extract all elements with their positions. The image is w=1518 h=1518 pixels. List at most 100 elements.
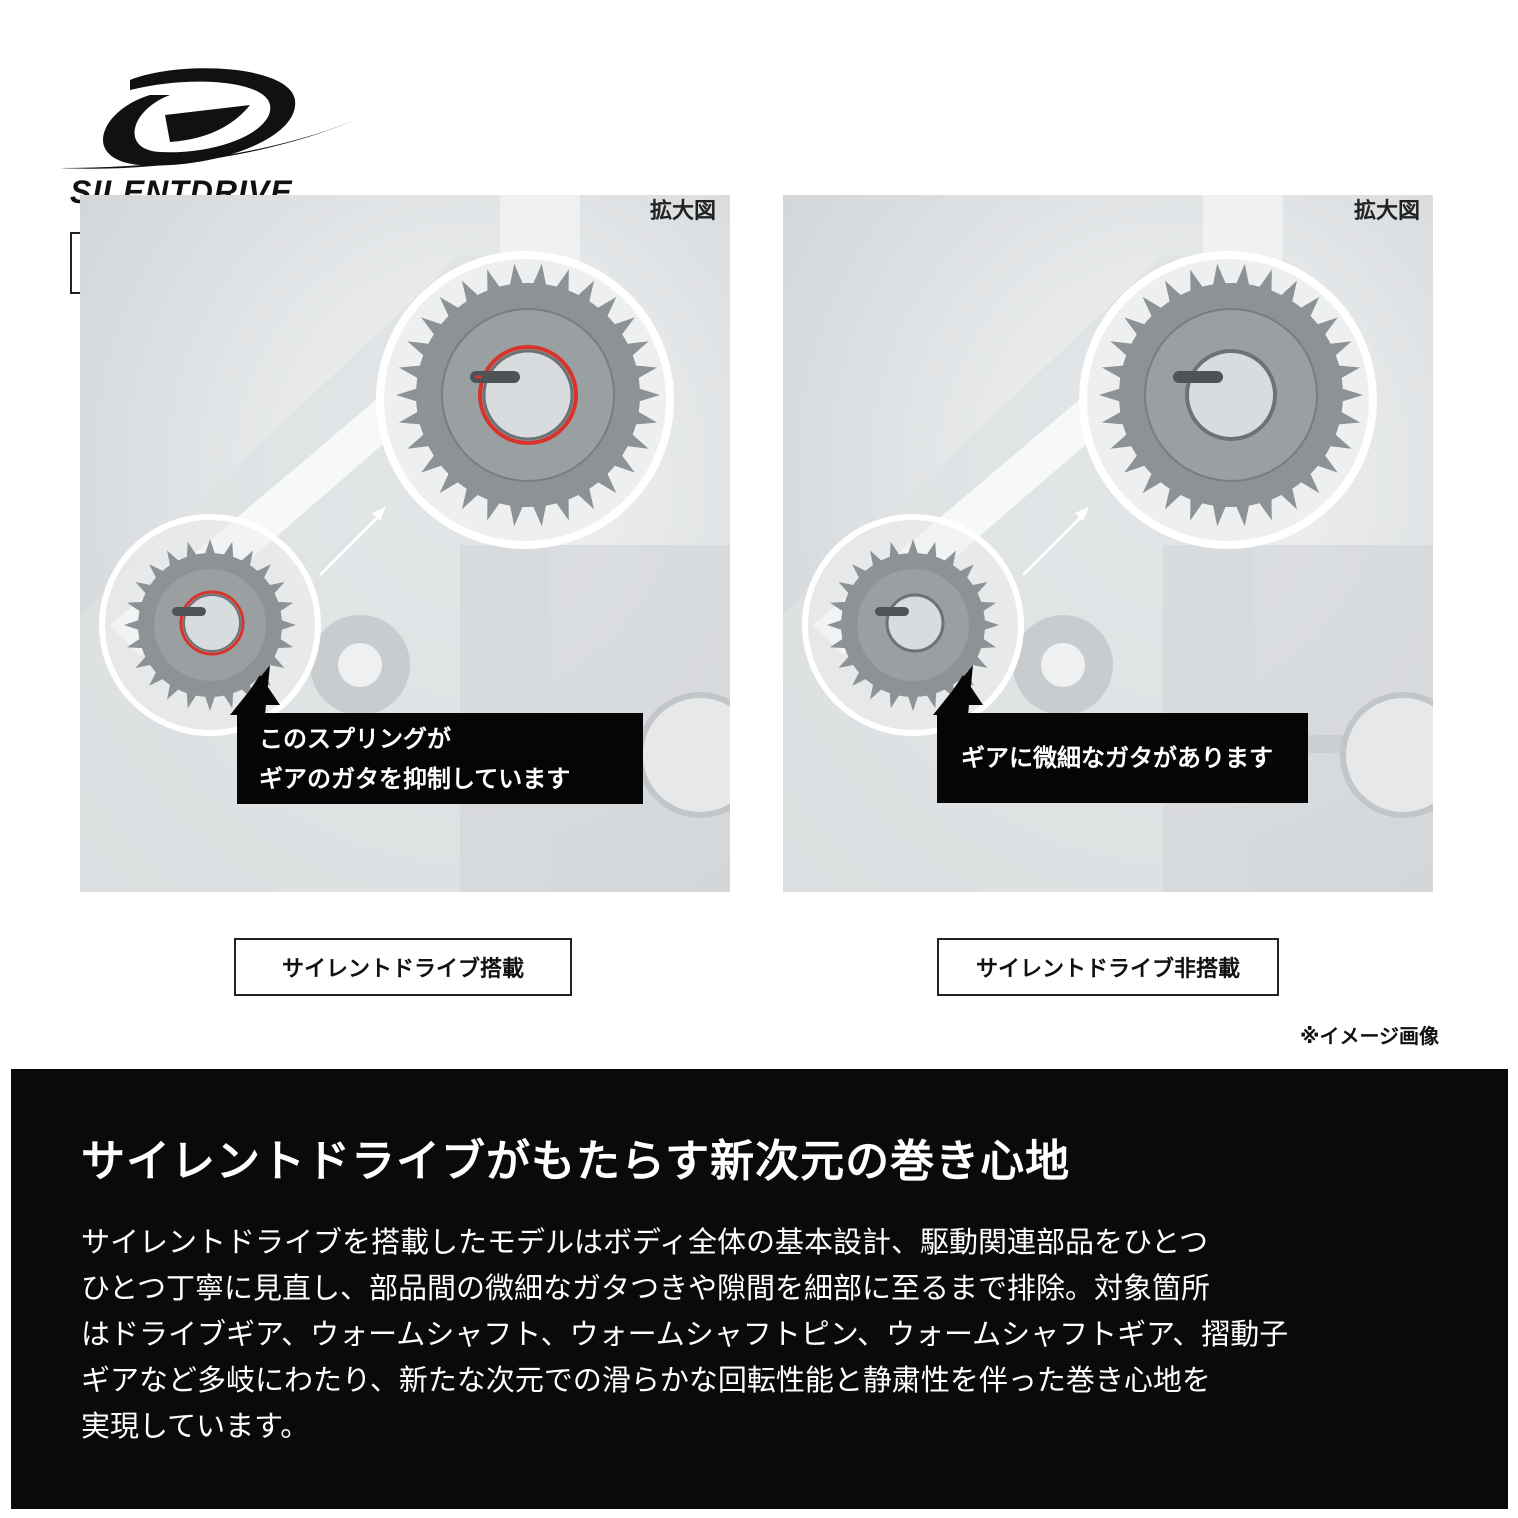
gear-tooth [407,341,433,359]
gear-tooth [462,280,481,306]
gear-tooth [1257,269,1272,295]
spring-callout: このスプリングが ギアのガタを抑制しています [237,713,643,804]
gear-tooth [976,636,997,649]
gear-tooth [1338,387,1363,403]
gear-tooth [1212,501,1228,527]
gear-tooth [594,470,617,494]
gear-tooth [976,601,997,614]
gear-tooth [1313,317,1338,338]
gear-tooth [554,495,569,521]
small-gear-icon [827,539,999,711]
gear-tooth [594,296,617,320]
gear-tooth [1142,296,1165,320]
gear-tooth [1278,484,1297,510]
callout-line: ギアに微細なガタがあります [961,744,1273,772]
callout-line: このスプリングが [259,724,451,753]
gear-tooth [253,564,271,582]
gear-tooth [265,582,285,597]
gear-tooth [956,564,974,582]
gear-tooth [509,263,525,289]
gear-tooth [509,501,525,527]
gear-tooth [149,564,167,582]
band-body: サイレントドライブを搭載したモデルはボディ全体の基本設計、駆動関連部品をひとつ … [81,1219,1451,1449]
gear-tooth [1297,470,1320,494]
gear-tooth [1313,452,1338,473]
gear-tooth [924,688,937,709]
gear-tooth [889,688,902,709]
gear-tooth [221,688,234,709]
gear-tooth [1190,269,1205,295]
gear-tooth [273,636,294,649]
gear-tooth [1234,501,1250,527]
body-line: サイレントドライブを搭載したモデルはボディ全体の基本設計、駆動関連部品をひとつ [81,1225,1208,1259]
reel-mechanism-illustration [80,195,730,892]
gear-tooth [968,582,988,597]
gear-tooth [1110,431,1136,449]
gear-tooth [1101,365,1128,380]
spring-ring-icon [478,345,578,445]
gear-tooth [487,495,502,521]
gear-tooth [623,431,649,449]
gear-tooth [829,636,850,649]
gear-tooth [980,618,999,632]
gear-tooth [531,263,547,289]
gear-tooth [631,365,658,380]
gear-tooth [829,601,850,614]
gear-tooth [610,317,635,338]
gear-tooth [889,541,902,562]
gear-tooth [126,636,147,649]
body-line: ギアなど多岐にわたり、新たな次元での滑らかな回転性能と静粛性を伴った巻き心地を [81,1363,1211,1397]
zoom-view-label: 拡大図 [650,199,717,224]
gear-tooth [238,550,253,570]
gear-tooth [407,431,433,449]
gear-tooth [1212,263,1228,289]
body-line: 実現しています。 [81,1409,310,1443]
gear-tooth [421,452,446,473]
with-silentdrive-caption: サイレントドライブ搭載 [234,938,572,996]
gear-tooth [1326,431,1352,449]
without-silentdrive-caption: サイレントドライブ非搭載 [937,938,1279,996]
gear-tooth [396,387,421,403]
gear-tooth [870,680,885,700]
small-gear-icon [124,539,296,711]
band-title: サイレントドライブがもたらす新次元の巻き心地 [81,1136,1071,1187]
gear-tooth [554,269,569,295]
gear-tooth [1101,410,1128,425]
gear-tooth [1326,341,1352,359]
gear-tooth [610,452,635,473]
gear-tooth [1165,484,1184,510]
gear-tooth [1334,365,1361,380]
large-gear-icon [396,263,660,527]
gear-tooth [924,541,937,562]
gear-tooth [1297,296,1320,320]
gear-tooth [186,541,199,562]
callout-line: ギアのガタを抑制しています [259,764,571,793]
gear-tooth [838,582,858,597]
gear-tooth [135,582,155,597]
gear-tooth [838,653,858,668]
gear-tooth [167,680,182,700]
gear-tooth [439,296,462,320]
silentdrive-logo: SILENTDRIVE [60,60,360,210]
gear-tooth [203,692,217,711]
image-note: ※イメージ画像 [1300,1024,1440,1048]
gear-tooth [635,387,660,403]
gear-tooth [852,668,870,686]
gear-tooth [124,618,143,632]
gear-tooth [906,692,920,711]
gear-tooth [941,550,956,570]
gear-tooth [1190,495,1205,521]
gear-tooth [870,550,885,570]
gear-tooth [575,280,594,306]
gear-tooth [1124,317,1149,338]
gear-tooth [906,539,920,558]
gear-tooth [265,653,285,668]
gear-tooth [852,564,870,582]
large-gear-icon [1099,263,1363,527]
gear-tooth [273,601,294,614]
gear-tooth [487,269,502,295]
gear-tooth [968,653,988,668]
backlash-callout: ギアに微細なガタがあります [937,713,1308,803]
gear-tooth [186,688,199,709]
zoom-view-label: 拡大図 [1354,199,1421,224]
